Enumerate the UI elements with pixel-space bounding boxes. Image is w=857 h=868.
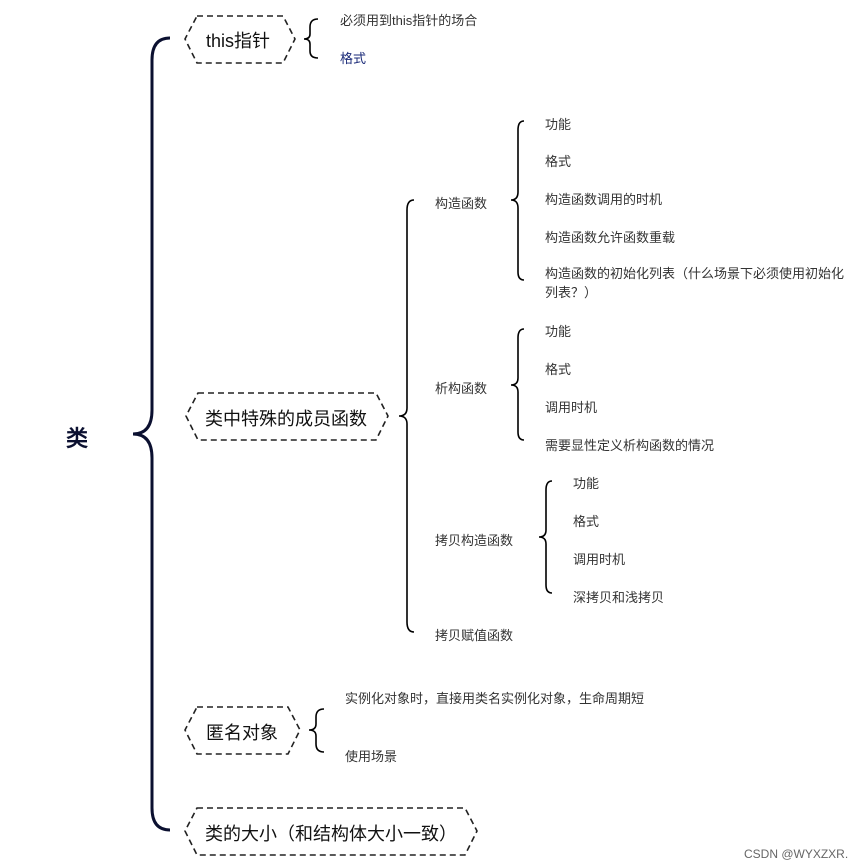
anon-leaf-desc: 实例化对象时，直接用类名实例化对象，生命周期短 bbox=[345, 691, 645, 706]
this-box bbox=[184, 15, 296, 64]
special-members-label: 类中特殊的成员函数 bbox=[205, 409, 367, 429]
anon-object-label: 匿名对象 bbox=[206, 723, 278, 743]
anon-box bbox=[184, 706, 301, 755]
size-box bbox=[184, 807, 478, 856]
ctor-brace bbox=[510, 120, 525, 281]
ctor-leaf-timing: 构造函数调用的时机 bbox=[545, 192, 663, 207]
anon-brace bbox=[308, 708, 325, 753]
dtor-brace bbox=[510, 328, 525, 441]
dtor-leaf-format: 格式 bbox=[545, 362, 572, 377]
watermark: CSDN @WYXZXR. bbox=[744, 847, 849, 861]
copy-assign-label: 拷贝赋值函数 bbox=[435, 628, 514, 643]
copy-leaf-function: 功能 bbox=[573, 476, 600, 491]
copy-leaf-format: 格式 bbox=[573, 514, 600, 529]
class-size-label: 类的大小（和结构体大小一致） bbox=[205, 824, 457, 844]
special-box bbox=[185, 392, 389, 441]
special-brace bbox=[398, 199, 415, 633]
dtor-leaf-explicit: 需要显性定义析构函数的情况 bbox=[545, 438, 715, 453]
root-label: 类 bbox=[66, 426, 89, 451]
copy-brace bbox=[538, 480, 553, 594]
ctor-leaf-init-list: 构造函数的初始化列表（什么场景下必须使用初始化列表？） bbox=[545, 266, 845, 300]
ctor-label: 构造函数 bbox=[435, 196, 488, 211]
this-brace bbox=[303, 18, 319, 59]
this-leaf-when: 必须用到this指针的场合 bbox=[340, 13, 478, 28]
ctor-leaf-format: 格式 bbox=[545, 154, 572, 169]
anon-leaf-usage: 使用场景 bbox=[345, 749, 398, 764]
ctor-leaf-overload: 构造函数允许函数重载 bbox=[545, 230, 676, 245]
copy-leaf-timing: 调用时机 bbox=[573, 552, 626, 567]
root-brace bbox=[132, 36, 171, 832]
copy-leaf-deep-shallow: 深拷贝和浅拷贝 bbox=[573, 590, 665, 605]
this-leaf-format: 格式 bbox=[340, 51, 367, 66]
copy-ctor-label: 拷贝构造函数 bbox=[435, 533, 514, 548]
dtor-label: 析构函数 bbox=[435, 381, 488, 396]
ctor-leaf-function: 功能 bbox=[545, 117, 572, 132]
dtor-leaf-function: 功能 bbox=[545, 324, 572, 339]
this-pointer-label: this指针 bbox=[206, 31, 271, 51]
dtor-leaf-timing: 调用时机 bbox=[545, 400, 598, 415]
